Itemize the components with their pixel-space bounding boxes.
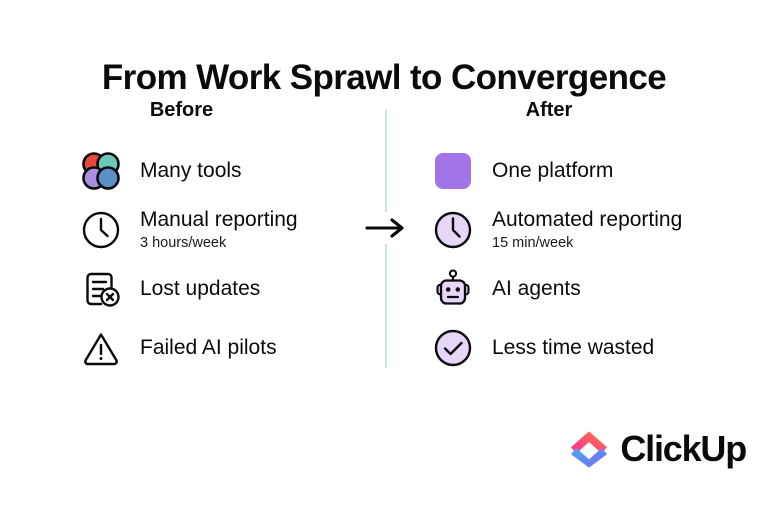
list-item-sublabel: 3 hours/week (140, 234, 227, 251)
list-item-labels: Automated reporting 15 min/week (492, 208, 682, 252)
list-item: Many tools (78, 144, 353, 198)
list-item-labels: Less time wasted (492, 336, 654, 361)
warning-triangle-icon (78, 325, 124, 371)
right-arrow-icon (364, 212, 408, 244)
list-item-label: Lost updates (140, 276, 261, 300)
after-row-list: One platform Automated reporting 15 min/… (430, 144, 740, 380)
before-row-list: Many tools Manual reporting 3 hours/week (78, 144, 353, 380)
after-column: After One platform (430, 100, 740, 380)
list-item: Automated reporting 15 min/week (430, 203, 740, 257)
robot-icon (430, 266, 476, 312)
clickup-logo: ClickUp (568, 428, 747, 470)
list-item-label: One platform (492, 158, 614, 182)
list-item-labels: Failed AI pilots (140, 336, 277, 361)
purple-square-icon (430, 148, 476, 194)
after-heading: After (525, 99, 573, 121)
list-item-labels: Many tools (140, 159, 242, 184)
page-title: From Work Sprawl to Convergence (101, 58, 667, 98)
list-item: Less time wasted (430, 321, 740, 375)
before-column: Before Many tools (78, 100, 353, 380)
clock-filled-icon (430, 207, 476, 253)
before-heading: Before (149, 99, 214, 121)
list-item-label: Less time wasted (492, 335, 655, 359)
list-item-sublabel: 15 min/week (492, 234, 574, 251)
clock-icon (78, 207, 124, 253)
list-item-label: Automated reporting (492, 208, 683, 232)
list-item-label: Many tools (140, 158, 242, 182)
document-error-icon (78, 266, 124, 312)
list-item-labels: Lost updates (140, 277, 260, 302)
list-item-label: AI agents (492, 276, 581, 300)
list-item: AI agents (430, 262, 740, 316)
clickup-wordmark: ClickUp (620, 428, 747, 469)
list-item: Manual reporting 3 hours/week (78, 203, 353, 257)
list-item: Lost updates (78, 262, 353, 316)
four-circles-icon (78, 148, 124, 194)
list-item-labels: AI agents (492, 277, 581, 302)
check-circle-icon (430, 325, 476, 371)
clickup-logo-mark-icon (568, 428, 610, 470)
list-item: Failed AI pilots (78, 321, 353, 375)
list-item-labels: Manual reporting 3 hours/week (140, 208, 298, 252)
list-item-label: Manual reporting (140, 208, 298, 232)
list-item-label: Failed AI pilots (140, 335, 277, 359)
list-item: One platform (430, 144, 740, 198)
list-item-labels: One platform (492, 159, 613, 184)
